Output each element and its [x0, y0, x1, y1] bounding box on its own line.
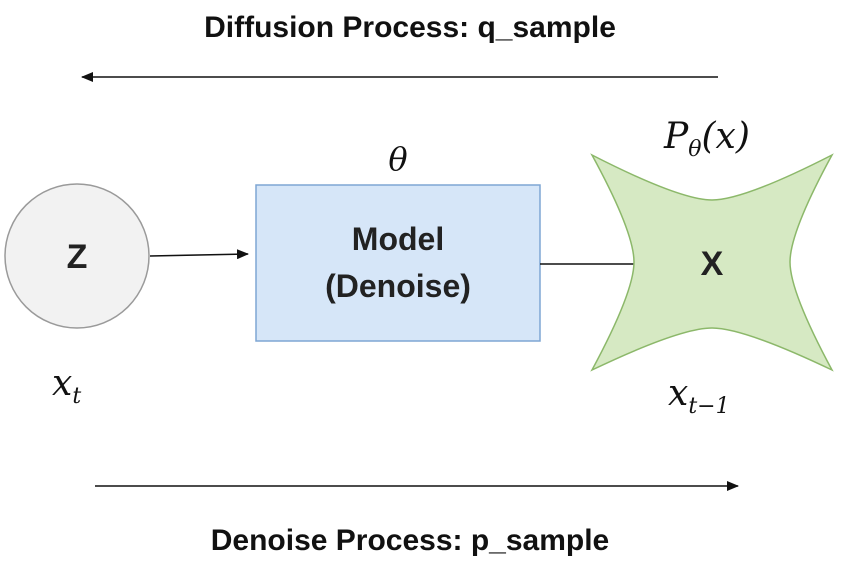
model-title: Model [352, 221, 444, 257]
model-box [255, 184, 541, 342]
model-parameter-label: θ [388, 140, 407, 178]
denoise-process-title: Denoise Process: p_sample [211, 524, 610, 557]
output-variable-main: x [668, 373, 688, 414]
latent-variable-label: xt [52, 363, 81, 409]
latent-node [4, 183, 150, 329]
output-variable-subscript: t−1 [688, 394, 729, 419]
output-variable-label: xt−1 [668, 373, 730, 419]
output-node-label: X [701, 245, 724, 283]
latent-node-label: Z [67, 238, 88, 276]
output-distribution-subscript: θ [688, 137, 701, 162]
latent-variable-subscript: t [72, 384, 81, 409]
output-distribution-label: Pθ(x) [663, 116, 750, 162]
latent-variable-main: x [52, 363, 72, 404]
output-node-shape [590, 153, 834, 372]
diffusion-process-title: Diffusion Process: q_sample [204, 11, 616, 44]
model-subtitle: (Denoise) [325, 268, 471, 304]
output-distribution-argument: (x) [701, 116, 749, 157]
latent-to-model-arrow [149, 249, 249, 260]
output-distribution-main: P [663, 116, 689, 157]
